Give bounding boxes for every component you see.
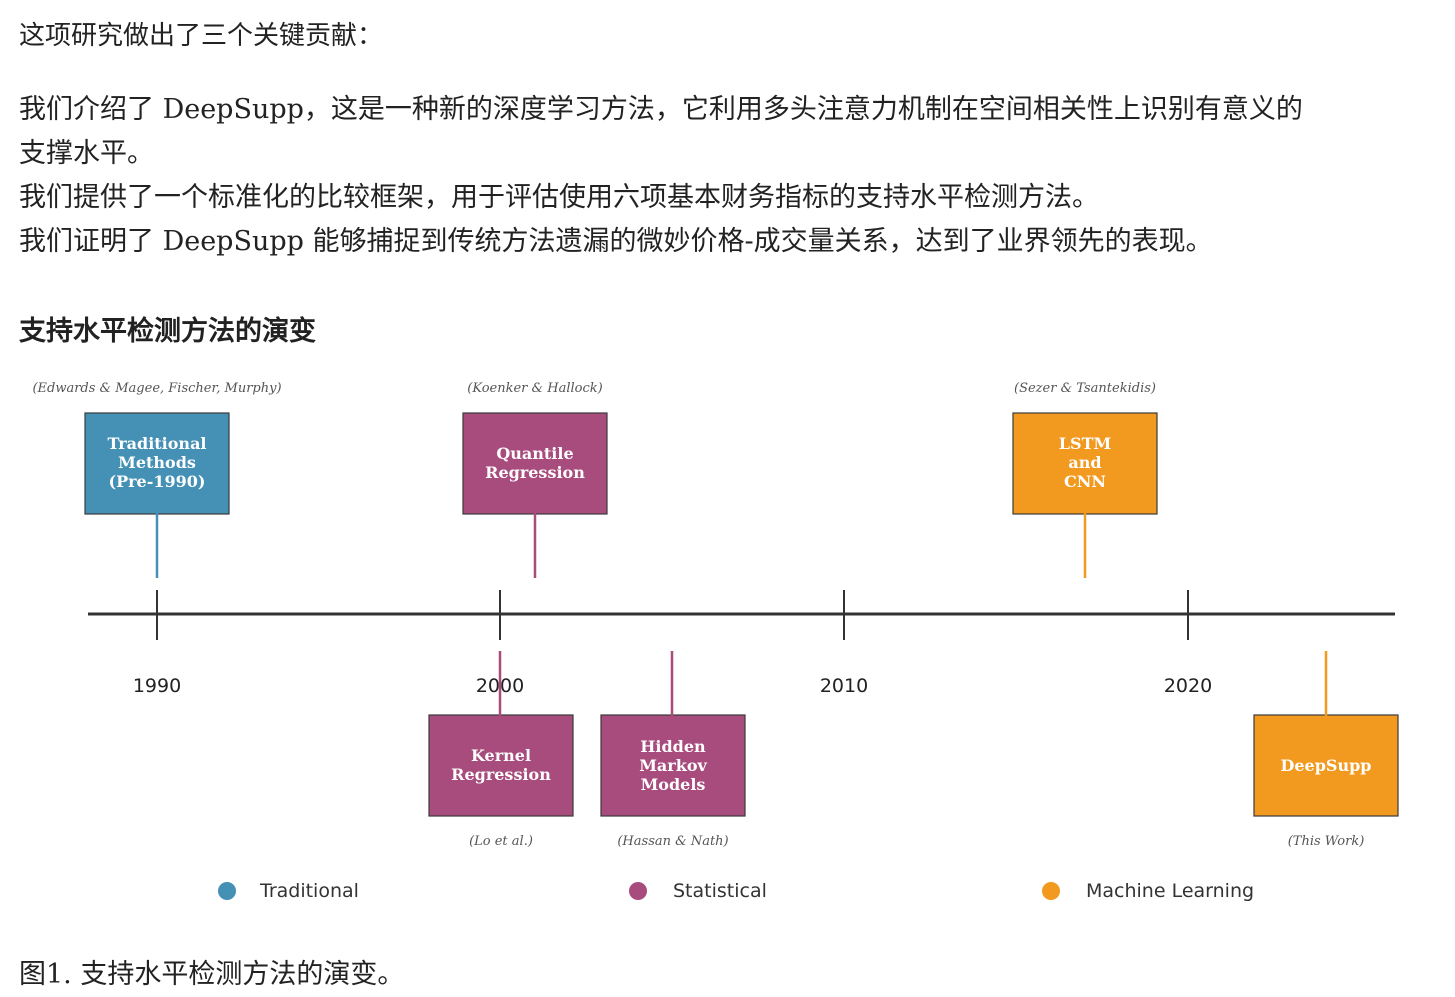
box-label: CNN [1064, 472, 1106, 491]
box-label: Methods [118, 453, 196, 472]
box-label: Kernel [471, 746, 531, 765]
section-title: 支持水平检测方法的演变 [19, 316, 316, 347]
box-label: (Pre-1990) [109, 472, 206, 491]
legend-label: Traditional [259, 880, 359, 902]
milestone-kernel-regression: Kernel Regression (Lo et al.) [428, 651, 574, 849]
box-label: and [1068, 453, 1101, 472]
citation: (Koenker & Hallock) [467, 381, 602, 396]
legend-item-statistical: Statistical [629, 880, 767, 902]
contribution-1-cont: 支撑水平。 [19, 138, 154, 169]
box-label: Markov [639, 756, 707, 775]
milestone-traditional-methods: (Edwards & Magee, Fischer, Murphy) Tradi… [32, 381, 282, 578]
citation: (This Work) [1288, 834, 1365, 849]
legend-label: Machine Learning [1086, 880, 1254, 902]
box-label: Regression [485, 463, 585, 482]
intro-text: 这项研究做出了三个关键贡献： [19, 21, 384, 51]
legend-label: Statistical [673, 880, 767, 902]
legend-item-machine-learning: Machine Learning [1042, 880, 1254, 902]
tick-label: 2020 [1164, 675, 1212, 697]
box-label: Traditional [107, 434, 206, 453]
citation: (Hassan & Nath) [617, 834, 728, 849]
citation: (Edwards & Magee, Fischer, Murphy) [32, 381, 281, 396]
milestone-lstm-cnn: (Sezer & Tsantekidis) LSTM and CNN [1012, 381, 1158, 578]
tick-label: 2010 [820, 675, 868, 697]
legend-dot [1042, 882, 1060, 900]
citation: (Lo et al.) [469, 834, 533, 849]
tick-label: 1990 [133, 675, 181, 697]
contribution-3: 我们证明了 DeepSupp 能够捕捉到传统方法遗漏的微妙价格-成交量关系，达到… [19, 226, 1213, 257]
box-label: LSTM [1059, 434, 1111, 453]
box-label: Regression [451, 765, 551, 784]
legend-item-traditional: Traditional [218, 880, 359, 902]
contribution-2: 我们提供了一个标准化的比较框架，用于评估使用六项基本财务指标的支持水平检测方法。 [19, 182, 1099, 213]
box-label: Hidden [640, 737, 706, 756]
tick-marks [156, 590, 1189, 640]
milestone-deepsupp: DeepSupp (This Work) [1253, 651, 1399, 849]
timeline-figure: 1990 2000 2010 2020 (Edwards & Magee, Fi… [32, 381, 1399, 902]
box-label: Models [641, 775, 706, 794]
milestone-hidden-markov-models: Hidden Markov Models (Hassan & Nath) [600, 651, 746, 849]
contribution-1: 我们介绍了 DeepSupp，这是一种新的深度学习方法，它利用多头注意力机制在空… [19, 94, 1303, 125]
legend-dot [218, 882, 236, 900]
box-label: Quantile [496, 444, 573, 463]
milestone-quantile-regression: (Koenker & Hallock) Quantile Regression [462, 381, 608, 578]
box-label: DeepSupp [1281, 756, 1372, 775]
figure-caption: 图1. 支持水平检测方法的演变。 [19, 959, 405, 990]
legend-dot [629, 882, 647, 900]
legend: Traditional Statistical Machine Learning [218, 880, 1254, 902]
citation: (Sezer & Tsantekidis) [1014, 381, 1156, 396]
